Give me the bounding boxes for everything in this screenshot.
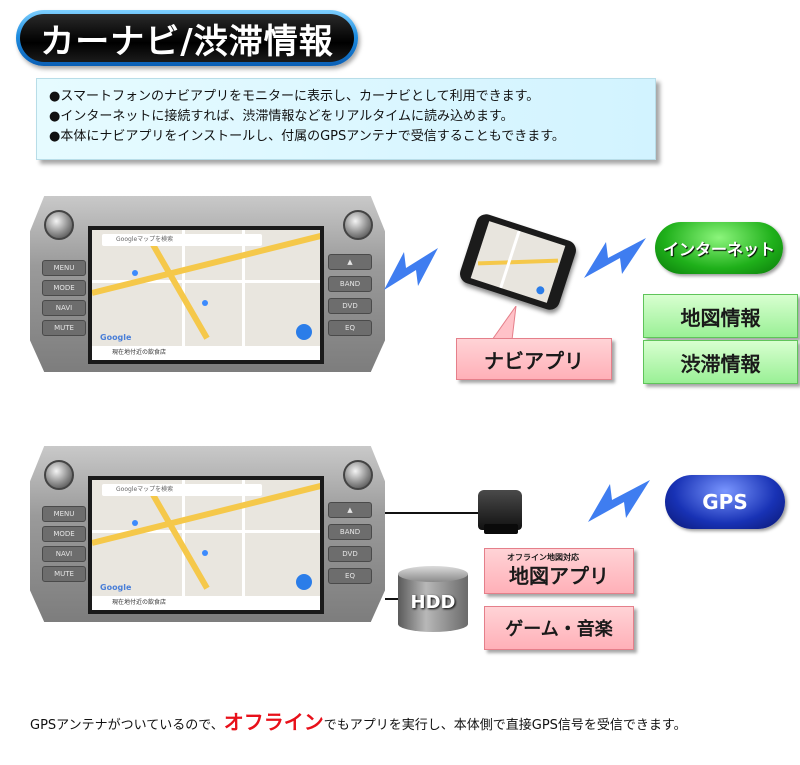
band-button: BAND <box>328 524 372 540</box>
map-info-label: 地図情報 <box>643 294 798 338</box>
hdd-label: HDD <box>410 592 456 613</box>
phone-map <box>470 221 566 303</box>
map-app-label: オフライン地図対応 地図アプリ <box>484 548 634 594</box>
eq-button: EQ <box>328 568 372 584</box>
gps-badge: GPS <box>665 475 785 529</box>
info-line-3: ●本体にナビアプリをインストールし、付属のGPSアンテナで受信することもできます… <box>49 129 565 144</box>
map-bottom-bar: 現在地付近の飲食店 <box>92 596 320 610</box>
map-view: Googleマップを検索 Google 現在地付近の飲食店 <box>92 230 320 360</box>
navi-screen: Googleマップを検索 Google 現在地付近の飲食店 <box>88 226 324 364</box>
car-navi-unit-1: MENU MODE NAVI MUTE ▲ BAND DVD EQ Google… <box>30 196 385 372</box>
tune-knob <box>343 460 373 490</box>
map-pin-icon <box>202 300 208 306</box>
mode-button: MODE <box>42 280 86 296</box>
google-logo: Google <box>100 583 132 592</box>
mute-button: MUTE <box>42 566 86 582</box>
title-banner: カーナビ/渋滞情報 <box>16 10 358 66</box>
band-button: BAND <box>328 276 372 292</box>
mute-button: MUTE <box>42 320 86 336</box>
footer-text: GPSアンテナがついているので、オフラインでもアプリを実行し、本体側で直接GPS… <box>30 706 790 735</box>
dvd-button: DVD <box>328 546 372 562</box>
info-line-1: ●スマートフォンのナビアプリをモニターに表示し、カーナビとして利用できます。 <box>49 89 540 104</box>
footer-before: GPSアンテナがついているので、 <box>30 718 224 733</box>
volume-knob <box>44 210 74 240</box>
info-box: ●スマートフォンのナビアプリをモニターに表示し、カーナビとして利用できます。 ●… <box>36 78 656 160</box>
info-line-2: ●インターネットに接続すれば、渋滞情報などをリアルタイムに読み込めます。 <box>49 109 514 124</box>
hdd-icon: HDD <box>398 566 468 632</box>
wireless-zigzag-2 <box>584 238 646 278</box>
map-pin-icon <box>132 270 138 276</box>
eject-button: ▲ <box>328 254 372 270</box>
gps-antenna-base <box>484 524 518 534</box>
callout-pointer <box>491 306 517 341</box>
page-title: カーナビ/渋滞情報 <box>20 14 354 62</box>
footer-highlight: オフライン <box>223 710 324 734</box>
car-navi-unit-2: MENU MODE NAVI MUTE ▲ BAND DVD EQ Google… <box>30 446 385 622</box>
offline-map-caption: オフライン地図対応 <box>507 553 579 562</box>
map-search-bar: Googleマップを検索 <box>102 484 262 496</box>
map-bottom-bar: 現在地付近の飲食店 <box>92 346 320 360</box>
navigation-fab-icon <box>296 574 312 590</box>
smartphone <box>457 211 579 313</box>
navi-button: NAVI <box>42 546 86 562</box>
google-logo: Google <box>100 333 132 342</box>
map-pin-icon <box>202 550 208 556</box>
game-music-label: ゲーム・音楽 <box>484 606 634 650</box>
wireless-zigzag-1 <box>384 248 438 290</box>
navigation-fab-icon <box>296 324 312 340</box>
dvd-button: DVD <box>328 298 372 314</box>
gps-antenna-icon <box>478 490 522 530</box>
menu-button: MENU <box>42 260 86 276</box>
volume-knob <box>44 460 74 490</box>
navi-screen: Googleマップを検索 Google 現在地付近の飲食店 <box>88 476 324 614</box>
antenna-cable <box>385 512 480 514</box>
hdd-cable <box>385 598 399 600</box>
mode-button: MODE <box>42 526 86 542</box>
traffic-info-label: 渋滞情報 <box>643 340 798 384</box>
map-view: Googleマップを検索 Google 現在地付近の飲食店 <box>92 480 320 610</box>
map-app-text: 地図アプリ <box>509 564 609 588</box>
internet-badge: インターネット <box>655 222 783 274</box>
eq-button: EQ <box>328 320 372 336</box>
wireless-zigzag-3 <box>588 480 650 522</box>
map-pin-icon <box>132 520 138 526</box>
footer-after: でもアプリを実行し、本体側で直接GPS信号を受信できます。 <box>323 718 687 733</box>
tune-knob <box>343 210 373 240</box>
eject-button: ▲ <box>328 502 372 518</box>
navi-app-label: ナビアプリ <box>456 338 612 380</box>
map-search-bar: Googleマップを検索 <box>102 234 262 246</box>
menu-button: MENU <box>42 506 86 522</box>
navi-button: NAVI <box>42 300 86 316</box>
